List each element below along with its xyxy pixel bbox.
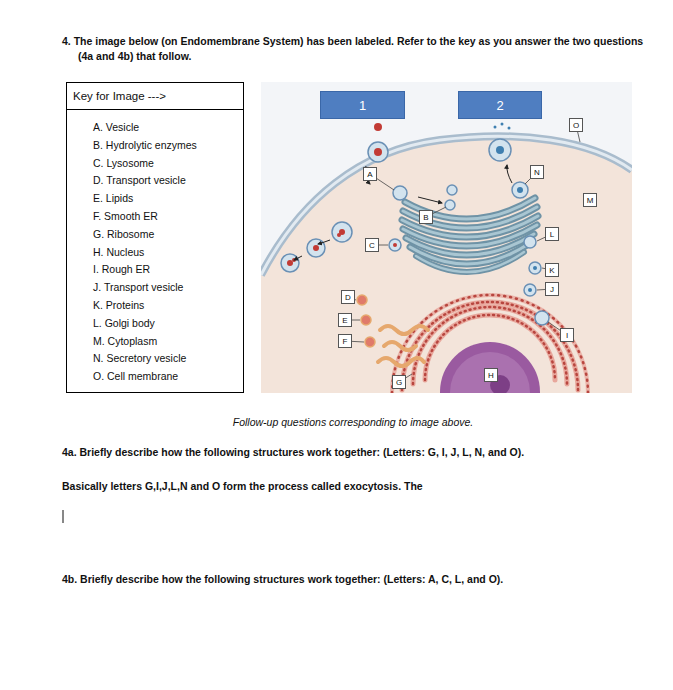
figure-caption: Follow-up questions corresponding to ima… bbox=[150, 416, 556, 428]
callout-box: K bbox=[545, 263, 559, 277]
key-item: K. Proteins bbox=[67, 297, 243, 315]
callout-letter: C bbox=[369, 241, 375, 250]
key-box: Key for Image ---> A. VesicleB. Hydrolyti… bbox=[66, 82, 244, 393]
callout-letter: A bbox=[367, 170, 372, 179]
key-item: D. Transport vesicle bbox=[67, 172, 243, 190]
callout-letter: F bbox=[343, 337, 348, 346]
panel-number: 1 bbox=[359, 98, 366, 113]
text-cursor bbox=[63, 510, 64, 523]
callout-box: F bbox=[338, 334, 352, 348]
question-text: 4b. Briefly describe how the following s… bbox=[62, 573, 662, 585]
callout-letter: D bbox=[345, 293, 351, 302]
callout-box: M bbox=[583, 193, 597, 207]
callout-letter: I bbox=[566, 331, 568, 340]
panel-number-box: 2 bbox=[458, 91, 542, 119]
key-item: E. Lipids bbox=[67, 190, 243, 208]
callout-letter: L bbox=[550, 230, 554, 239]
key-item: M. Cytoplasm bbox=[67, 333, 243, 351]
callout-box: H bbox=[484, 368, 498, 382]
key-item: I. Rough ER bbox=[67, 261, 243, 279]
callout-box: G bbox=[392, 375, 406, 389]
key-item: L. Golgi body bbox=[67, 315, 243, 333]
callout-letter: M bbox=[587, 196, 594, 205]
panel-number: 2 bbox=[496, 98, 503, 113]
key-item: J. Transport vesicle bbox=[67, 279, 243, 297]
callout-box: O bbox=[569, 118, 583, 132]
key-heading: Key for Image ---> bbox=[67, 83, 243, 110]
callout-box: L bbox=[545, 227, 559, 241]
callout-letter: B bbox=[423, 213, 428, 222]
illustration bbox=[261, 82, 632, 393]
panel-number-box: 1 bbox=[320, 91, 405, 119]
callout-box: D bbox=[341, 290, 355, 304]
callout-letter: K bbox=[549, 266, 554, 275]
callout-box: A bbox=[363, 167, 377, 181]
callout-box: N bbox=[530, 165, 544, 179]
callout-letter: N bbox=[534, 168, 540, 177]
callout-letter: J bbox=[550, 285, 554, 294]
key-item: O. Cell membrane bbox=[67, 368, 243, 386]
callout-box: C bbox=[365, 238, 379, 252]
callout-box: B bbox=[419, 210, 433, 224]
callout-letter: G bbox=[396, 378, 402, 387]
key-item: G. Ribosome bbox=[67, 226, 243, 244]
key-item: N. Secretory vesicle bbox=[67, 350, 243, 368]
callout-box: E bbox=[338, 313, 352, 327]
question-text: 4a. Briefly describe how the following s… bbox=[62, 446, 662, 458]
key-item: B. Hydrolytic enzymes bbox=[67, 137, 243, 155]
key-item: F. Smooth ER bbox=[67, 208, 243, 226]
callout-box: J bbox=[545, 282, 559, 296]
answer-text: Basically letters G,I,J,L,N and O form t… bbox=[62, 480, 662, 492]
callout-box: I bbox=[560, 328, 574, 342]
callout-letter: E bbox=[342, 316, 347, 325]
key-item: C. Lysosome bbox=[67, 155, 243, 173]
key-item: A. Vesicle bbox=[67, 119, 243, 137]
callout-letter: O bbox=[573, 121, 579, 130]
question-heading: 4. The image below (on Endomembrane Syst… bbox=[62, 34, 654, 64]
callout-letter: H bbox=[488, 371, 494, 380]
key-item: H. Nucleus bbox=[67, 244, 243, 262]
